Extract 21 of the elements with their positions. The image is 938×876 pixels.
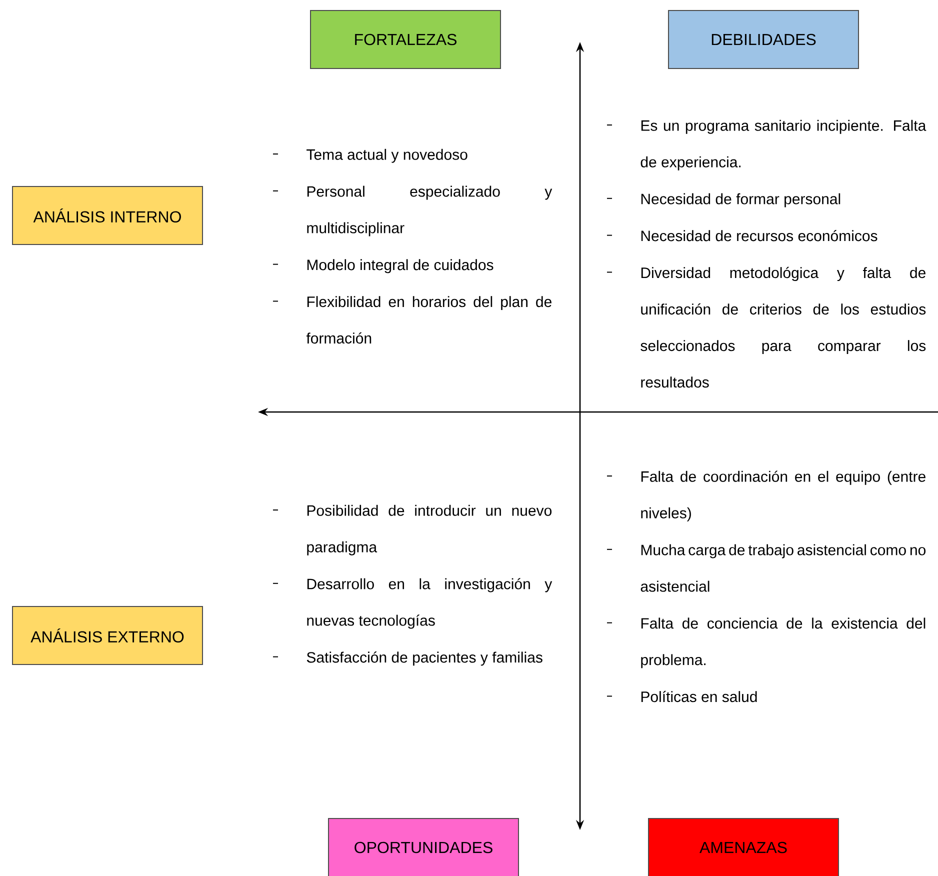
list-item: Flexibilidad en horarios del plan de formación	[306, 296, 552, 344]
heading-box: OPORTUNIDADES	[328, 818, 519, 876]
list-item: Falta de conciencia de la existencia del problema.	[641, 618, 926, 668]
list-item: Falta de coordinación en el equipo (entre niveles)	[641, 470, 926, 522]
list-item: Posibilidad de introducir un nuevo paradigma	[307, 504, 552, 556]
list-item: Modelo integral de cuidados	[307, 259, 494, 274]
list-item: Mucha carga de trabajo asistencial como no asistencial	[640, 544, 926, 592]
heading-box: FORTALEZAS	[310, 10, 501, 69]
list-item: Personal especializado y multidisciplinar	[307, 186, 552, 236]
list-item: Desarrollo en la investigación y nuevas tecnologías	[307, 578, 552, 629]
list-item: Necesidad de formar personal	[641, 193, 840, 208]
heading-box: ANÁLISIS INTERNO	[12, 186, 203, 245]
list-item: Es un programa sanitario incipiente. Falta de experiencia.	[640, 120, 926, 170]
list-item: Satisfacción de pacientes y familias	[306, 652, 542, 666]
list-item: Diversidad metodológica y falta de unificación de criterios de los estudios seleccionados para comparar los resultados	[640, 266, 926, 388]
heading-box: DEBILIDADES	[668, 10, 859, 69]
heading-box: ANÁLISIS EXTERNO	[12, 606, 203, 665]
list-item: Políticas en salud	[641, 690, 757, 702]
list-item: Tema actual y novedoso	[306, 148, 468, 163]
list-item: Necesidad de recursos económicos	[641, 230, 878, 242]
heading-box: AMENAZAS	[648, 818, 839, 876]
